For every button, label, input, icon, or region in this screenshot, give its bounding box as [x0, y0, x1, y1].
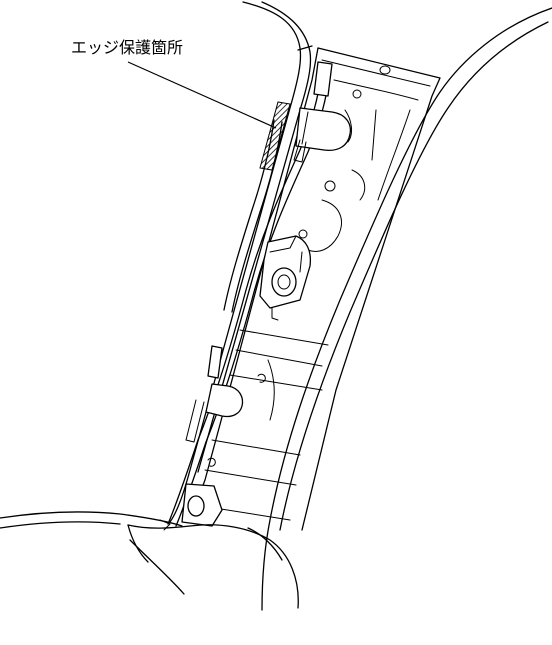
connector-bracket — [259, 235, 312, 321]
harness-clip-middle — [185, 345, 244, 443]
pillar-panel — [189, 47, 441, 531]
lower-trim-panel — [0, 511, 299, 609]
edge-protection-label: エッジ保護箇所 — [71, 38, 184, 57]
harness-clip-upper — [293, 61, 352, 163]
rear-frame-outline — [261, 7, 552, 611]
callout-leader-line — [127, 61, 277, 129]
window-frame-outline — [169, 1, 313, 523]
edge-protection-area — [259, 101, 291, 171]
lower-bracket — [159, 483, 223, 531]
